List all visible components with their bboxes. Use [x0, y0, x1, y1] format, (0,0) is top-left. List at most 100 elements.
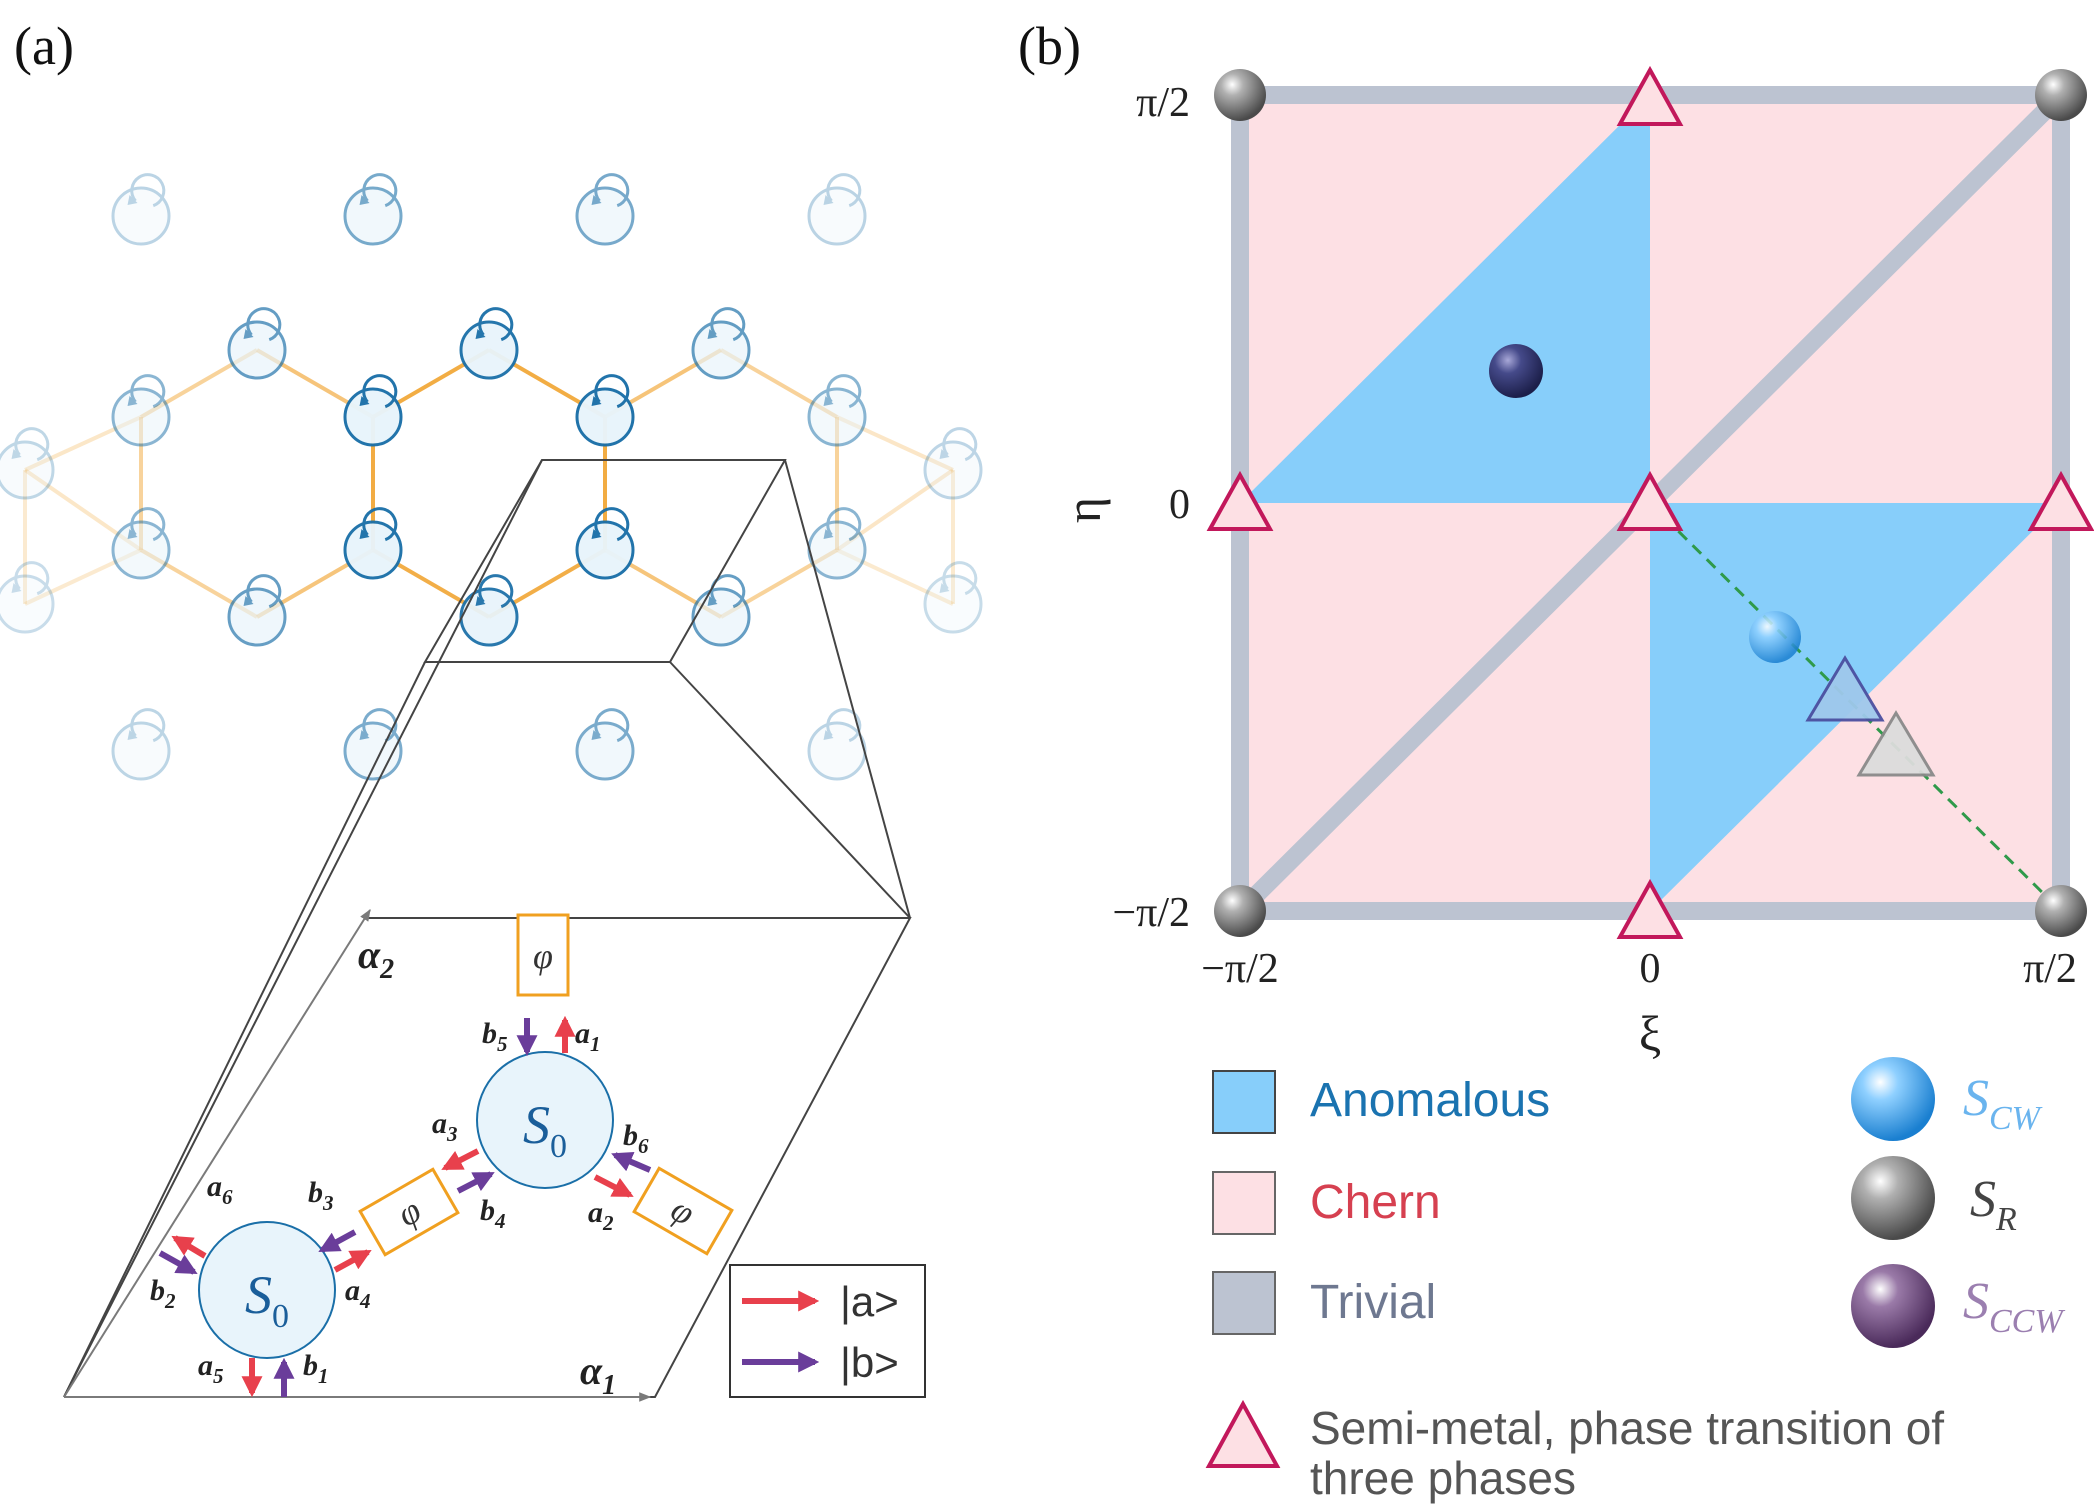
svg-text:S0: S0 [523, 1095, 567, 1165]
svg-text:b3: b3 [308, 1176, 334, 1215]
a1-label: α1 [580, 1348, 616, 1401]
arrow-b6 [611, 1151, 652, 1173]
ring-resonator [691, 307, 751, 380]
ring-resonator [227, 307, 287, 380]
ring-resonator [575, 708, 635, 781]
legend-trivial-swatch [1212, 1271, 1276, 1335]
semimetal-triangle [1616, 65, 1684, 126]
arrow-a4 [333, 1249, 372, 1273]
svg-text:a5: a5 [198, 1349, 224, 1388]
sphere-s-r [2035, 885, 2087, 937]
x-tick-right: π/2 [2023, 946, 2077, 992]
legend-s-cw-sphere [1851, 1057, 1935, 1141]
legend-s-ccw-label: SCCW [1963, 1273, 2065, 1340]
legend-semimetal-line2: three phases [1310, 1452, 1576, 1504]
scatterer-lower: S0 [198, 1221, 336, 1359]
svg-text:b4: b4 [480, 1194, 506, 1233]
x-tick-left: −π/2 [1201, 946, 1279, 992]
a2-label: α2 [358, 932, 394, 985]
ring-resonator [807, 173, 867, 246]
svg-text:a6: a6 [207, 1170, 233, 1209]
panel-a: (a) α2 α1 φ φ φ [0, 16, 983, 1402]
marker-triangle-blue [1805, 655, 1885, 722]
semimetal-markers [1206, 65, 2094, 939]
arrow-a6 [171, 1235, 207, 1259]
svg-text:b6: b6 [623, 1119, 649, 1158]
legend-chern-swatch [1212, 1171, 1276, 1235]
sphere-anomalous [1489, 344, 1543, 398]
ring-resonator [575, 173, 635, 246]
scatterer-upper: S0 [476, 1051, 614, 1189]
ring-resonator [343, 507, 403, 580]
panel-b: (b) [1018, 16, 2094, 1504]
svg-text:a3: a3 [432, 1107, 458, 1146]
phase-box-right: φ [632, 1166, 734, 1256]
legend-s-cw-label: SCW [1963, 1070, 2043, 1137]
port-labels: a1 b5 a3 b4 b6 a2 b3 a4 a6 b2 a5 b1 [150, 1017, 649, 1388]
ring-resonator [0, 427, 55, 500]
arrow-a2 [593, 1174, 634, 1198]
svg-text:a1: a1 [575, 1017, 601, 1056]
y-tick-bottom: −π/2 [1112, 890, 1190, 936]
arrow-b4 [456, 1171, 495, 1194]
ring-resonator [111, 173, 171, 246]
marker-triangle-grey [1856, 710, 1936, 777]
legend-b-state: |b> [840, 1339, 899, 1386]
y-tick-middle: 0 [1169, 482, 1190, 528]
svg-text:φ: φ [533, 936, 553, 976]
y-tick-top: π/2 [1136, 80, 1190, 126]
svg-text:a2: a2 [588, 1196, 614, 1235]
semimetal-triangle [1616, 470, 1684, 531]
phase-diagram [1206, 65, 2094, 939]
ring-resonator [111, 507, 171, 580]
ring-resonator [111, 374, 171, 447]
legend-s-ccw-sphere [1851, 1264, 1935, 1348]
ring-resonator [575, 507, 635, 580]
anomalous-region-upper [1240, 95, 1650, 503]
corner-spheres [1214, 69, 2087, 937]
svg-text:S0: S0 [245, 1265, 289, 1335]
svg-text:a4: a4 [345, 1274, 371, 1313]
ring-resonator [807, 374, 867, 447]
svg-text:b1: b1 [303, 1349, 329, 1388]
legend-semimetal-line1: Semi-metal, phase transition of [1310, 1402, 1944, 1454]
legend-chern-label: Chern [1310, 1176, 1441, 1229]
ring-resonator [459, 307, 519, 380]
panel-b-label: (b) [1018, 16, 1081, 76]
legend-s-r-label: SR [1970, 1171, 2017, 1238]
ring-resonator [691, 574, 751, 647]
ring-resonator [343, 173, 403, 246]
phase-legend: Anomalous Chern Trivial Semi-metal, phas… [1205, 1070, 1944, 1504]
x-axis-label: ξ [1639, 1005, 1661, 1061]
legend-trivial-label: Trivial [1310, 1276, 1436, 1329]
arrow-legend: |a> |b> [729, 1264, 926, 1398]
semimetal-triangle [1206, 470, 1274, 531]
ring-resonator [575, 374, 635, 447]
svg-text:b5: b5 [482, 1017, 508, 1056]
legend-anomalous-label: Anomalous [1310, 1074, 1550, 1127]
x-tick-middle: 0 [1640, 946, 1661, 992]
sphere-s-r [1214, 69, 1266, 121]
y-axis-label: η [1055, 497, 1111, 523]
ring-resonator [923, 561, 983, 634]
sphere-s-r [2035, 69, 2087, 121]
ring-resonator [923, 427, 983, 500]
svg-text:b2: b2 [150, 1274, 176, 1313]
ring-resonator [111, 708, 171, 781]
arrow-b3 [318, 1229, 357, 1253]
axis-ticks: π/2 0 −π/2 −π/2 0 π/2 [1112, 80, 2077, 992]
legend-anomalous-swatch [1212, 1070, 1276, 1134]
sphere-legend: SCW SR SCCW [1851, 1057, 2065, 1348]
honeycomb-lattice [0, 173, 983, 781]
legend-s-r-sphere [1851, 1156, 1935, 1240]
arrow-b2 [158, 1250, 198, 1275]
panel-a-label: (a) [14, 16, 74, 76]
zoom-outline [63, 459, 912, 1398]
ring-resonator [0, 561, 55, 634]
phase-box-top: φ [516, 913, 570, 997]
phase-box-middle: φ [358, 1167, 460, 1257]
ring-resonator [227, 574, 287, 647]
semimetal-triangle [2027, 470, 2094, 531]
sphere-s-r [1214, 885, 1266, 937]
